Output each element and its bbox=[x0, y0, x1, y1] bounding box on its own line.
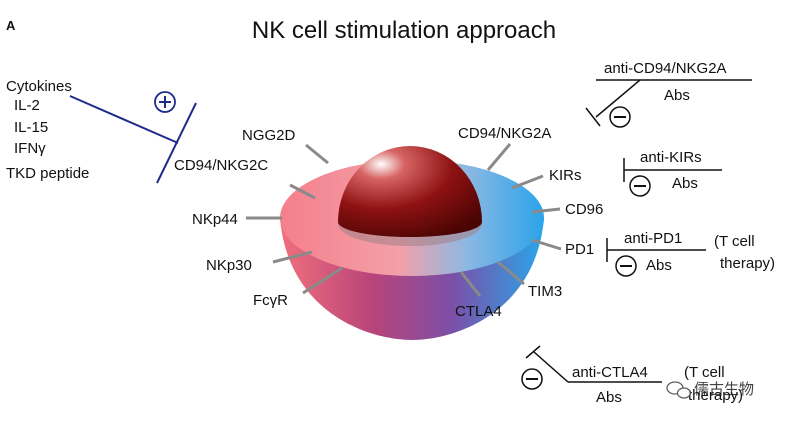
anti-pd1-line1: anti-PD1 bbox=[624, 230, 682, 247]
leader-ctla4 bbox=[459, 271, 482, 297]
anti-cd94-line1: anti-CD94/NKG2A bbox=[604, 60, 727, 77]
leader-kirs bbox=[511, 174, 544, 190]
anti-kirs-line2: Abs bbox=[672, 175, 698, 192]
leader-cd94-nkg2a bbox=[486, 143, 512, 171]
stimulation-bar bbox=[156, 102, 197, 184]
cytokines-header: Cytokines bbox=[6, 78, 72, 95]
nucleus bbox=[338, 146, 482, 237]
anti-ctla4-line1: anti-CTLA4 bbox=[572, 364, 648, 381]
minus-icon bbox=[615, 255, 637, 277]
wechat-icon bbox=[666, 381, 692, 399]
label-ctla4: CTLA4 bbox=[455, 303, 502, 320]
label-cd94-nkg2a: CD94/NKG2A bbox=[458, 125, 551, 142]
anti-ctla4-line2: Abs bbox=[596, 389, 622, 406]
cytokine-il2: IL-2 bbox=[14, 97, 40, 114]
target-receptor-cd94-nkg2c: CD94/NKG2C bbox=[174, 157, 268, 174]
anti-pd1-note1: (T cell bbox=[714, 233, 755, 250]
anti-ctla4-note1: (T cell bbox=[684, 364, 725, 381]
receptor-labels: NGG2D NKp44 NKp30 FcγR CD94/NKG2A KIRs C… bbox=[192, 125, 603, 320]
anti-kirs-line1: anti-KIRs bbox=[640, 149, 702, 166]
leader-tim3 bbox=[497, 260, 525, 286]
cytokine-ifng: IFNγ bbox=[14, 140, 46, 157]
inhibitor-anti-ctla4: anti-CTLA4 Abs (T cell therapy) bbox=[521, 345, 743, 406]
minus-icon bbox=[629, 175, 651, 197]
leader-cd96 bbox=[531, 207, 561, 214]
leader-pd1 bbox=[531, 238, 562, 251]
anti-cd94-line2: Abs bbox=[664, 87, 690, 104]
plus-icon bbox=[154, 91, 176, 113]
minus-icon bbox=[521, 368, 543, 390]
leader-cd94-nkg2c bbox=[289, 183, 316, 200]
label-nkp44: NKp44 bbox=[192, 211, 238, 228]
panel-label: A bbox=[6, 18, 16, 33]
label-cd96: CD96 bbox=[565, 201, 603, 218]
inhibitor-anti-cd94-nkg2a: anti-CD94/NKG2A Abs bbox=[585, 60, 752, 128]
watermark-text: 儒古生物 bbox=[694, 381, 754, 398]
diagram-title: NK cell stimulation approach bbox=[252, 17, 556, 44]
inhibitor-anti-kirs: anti-KIRs Abs bbox=[623, 149, 722, 197]
leader-lines bbox=[246, 143, 562, 297]
inhibitor-anti-pd1: anti-PD1 Abs (T cell therapy) bbox=[606, 230, 775, 277]
label-kirs: KIRs bbox=[549, 167, 582, 184]
anti-pd1-line2: Abs bbox=[646, 257, 672, 274]
leader-fcgr bbox=[302, 266, 343, 295]
leader-nkp30 bbox=[272, 250, 313, 264]
anti-ctla4-note2: therapy) bbox=[688, 387, 743, 404]
label-fcgr: FcγR bbox=[253, 292, 288, 309]
label-tim3: TIM3 bbox=[528, 283, 562, 300]
minus-icon bbox=[609, 106, 631, 128]
cytokine-tkd-peptide: TKD peptide bbox=[6, 165, 89, 182]
label-ngg2d: NGG2D bbox=[242, 127, 296, 144]
anti-pd1-note2: therapy) bbox=[720, 255, 775, 272]
cytokine-il15: IL-15 bbox=[14, 119, 48, 136]
stimulation-group: Cytokines IL-2 IL-15 IFNγ TKD peptide CD… bbox=[6, 78, 268, 184]
nk-cell bbox=[280, 146, 544, 340]
watermark: 儒古生物 bbox=[666, 381, 754, 399]
leader-ngg2d bbox=[305, 143, 329, 165]
label-nkp30: NKp30 bbox=[206, 257, 252, 274]
stimulation-arrow-line bbox=[69, 95, 179, 144]
label-pd1: PD1 bbox=[565, 241, 594, 258]
